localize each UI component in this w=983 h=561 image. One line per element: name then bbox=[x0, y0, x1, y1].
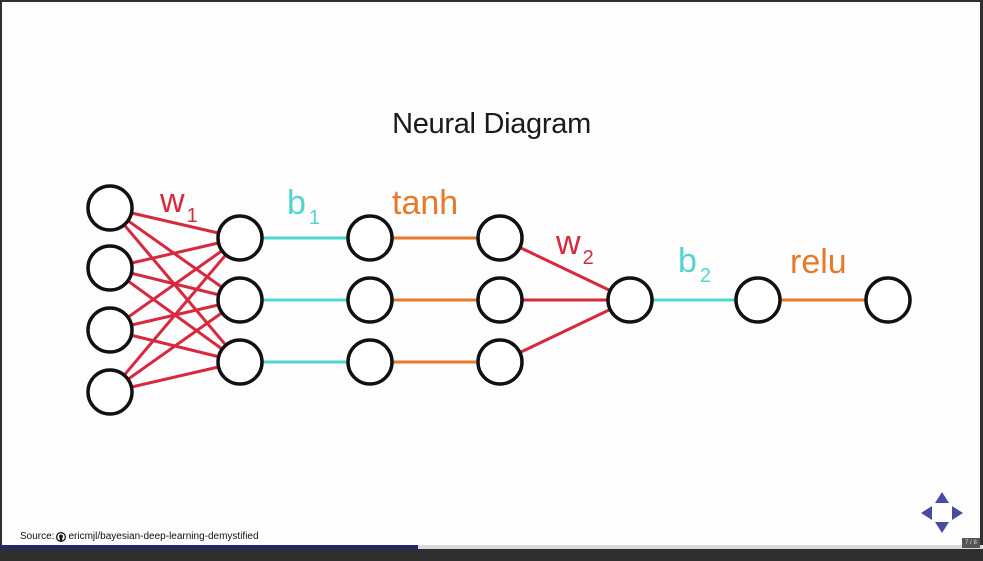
source-link[interactable]: ericmjl/bayesian-deep-learning-demystifi… bbox=[68, 531, 259, 542]
weight-edge bbox=[499, 236, 631, 302]
page-title: Neural Diagram bbox=[392, 108, 591, 140]
github-icon bbox=[56, 531, 67, 542]
weight-edge bbox=[499, 298, 631, 364]
bottom-bar bbox=[0, 549, 983, 561]
label-tanh: tanh bbox=[392, 184, 458, 222]
slide-number: 7 / 8 bbox=[962, 538, 980, 548]
node-hidden_b1 bbox=[346, 338, 394, 386]
source-credit: Source: ericmjl/bayesian-deep-learning-d… bbox=[20, 531, 259, 542]
source-prefix: Source: bbox=[20, 531, 55, 542]
node-hidden_w1 bbox=[216, 276, 264, 324]
arrow-down-icon[interactable] bbox=[935, 522, 949, 533]
node-hidden_w1 bbox=[216, 214, 264, 262]
node-w2_out bbox=[606, 276, 654, 324]
node-b2_out bbox=[734, 276, 782, 324]
slide-navigation bbox=[918, 490, 966, 536]
node-input bbox=[86, 184, 134, 232]
node-relu_out bbox=[864, 276, 912, 324]
progress-bar bbox=[0, 545, 983, 549]
label-relu: relu bbox=[790, 243, 847, 281]
node-input bbox=[86, 306, 134, 354]
weight-edge bbox=[109, 298, 241, 394]
arrow-up-icon[interactable] bbox=[935, 492, 949, 503]
node-hidden_w1 bbox=[216, 338, 264, 386]
weight-edge bbox=[108, 237, 242, 393]
node-input bbox=[86, 368, 134, 416]
node-hidden_tanh bbox=[476, 276, 524, 324]
node-hidden_b1 bbox=[346, 214, 394, 262]
weight-edge bbox=[109, 236, 241, 332]
node-input bbox=[86, 244, 134, 292]
arrow-left-icon[interactable] bbox=[921, 506, 932, 520]
node-hidden_tanh bbox=[476, 214, 524, 262]
node-hidden_tanh bbox=[476, 338, 524, 386]
node-hidden_b1 bbox=[346, 276, 394, 324]
progress-fill bbox=[0, 545, 418, 549]
arrow-right-icon[interactable] bbox=[952, 506, 963, 520]
